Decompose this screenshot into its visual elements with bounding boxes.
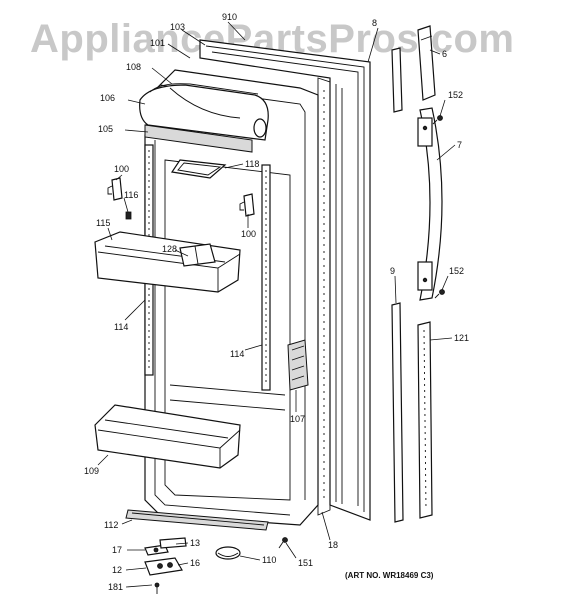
callout-152-top: 152 xyxy=(448,90,463,100)
screw-152-top xyxy=(432,115,443,125)
callout-121: 121 xyxy=(454,333,469,343)
clip-116 xyxy=(125,211,132,220)
part-110 xyxy=(215,546,241,560)
callout-109: 109 xyxy=(84,466,99,476)
callout-labels: 910 103 8 6 101 108 106 105 152 7 118 10… xyxy=(84,12,469,592)
screw-181 xyxy=(154,582,160,594)
callout-105: 105 xyxy=(98,124,113,134)
clip-100-left xyxy=(107,177,123,201)
callout-101: 101 xyxy=(150,38,165,48)
callout-151: 151 xyxy=(298,558,313,568)
callout-115: 115 xyxy=(96,218,110,228)
gasket-edge xyxy=(317,77,331,516)
dairy-compartment xyxy=(139,83,269,153)
callout-108: 108 xyxy=(126,62,141,72)
screw-151 xyxy=(278,537,288,549)
callout-106: 106 xyxy=(100,93,115,103)
callout-128: 128 xyxy=(162,244,177,254)
callout-16: 16 xyxy=(190,558,200,568)
door-bin-115 xyxy=(94,231,241,293)
hinge-12-16 xyxy=(144,557,183,576)
callout-13: 13 xyxy=(190,538,200,548)
shelf-rail-right xyxy=(261,164,271,391)
trim-strip-9 xyxy=(391,302,404,523)
panel-107 xyxy=(287,339,309,391)
clip-100-right xyxy=(239,193,255,217)
callout-107: 107 xyxy=(290,414,305,424)
handle-end-cap-6 xyxy=(417,25,436,101)
callout-18: 18 xyxy=(328,540,338,550)
callout-114-left: 114 xyxy=(114,322,128,332)
callout-116: 116 xyxy=(124,190,138,200)
callout-17: 17 xyxy=(112,545,122,555)
callout-112: 112 xyxy=(104,520,118,530)
callout-110: 110 xyxy=(262,555,276,565)
callout-12: 12 xyxy=(112,565,122,575)
handle-trim-121 xyxy=(417,321,433,519)
screw-152-bottom xyxy=(434,289,445,299)
callout-100-right: 100 xyxy=(241,229,256,239)
trim-strip-top xyxy=(391,47,403,113)
callout-910: 910 xyxy=(222,12,237,22)
leader-lines xyxy=(97,21,456,588)
art-number: (ART NO. WR18469 C3) xyxy=(345,571,434,580)
handle-7 xyxy=(417,107,443,301)
callout-118: 118 xyxy=(245,159,259,169)
callout-103: 103 xyxy=(170,22,185,32)
callout-100-left: 100 xyxy=(114,164,129,174)
callout-152-bottom: 152 xyxy=(449,266,464,276)
callout-9: 9 xyxy=(390,266,395,276)
callout-8: 8 xyxy=(372,18,377,28)
callout-7: 7 xyxy=(457,140,462,150)
callout-181: 181 xyxy=(108,582,123,592)
callout-6: 6 xyxy=(442,49,447,59)
hinge-13 xyxy=(159,537,187,549)
tray-118 xyxy=(170,159,227,179)
bottom-trim-112 xyxy=(125,509,269,531)
callout-114-right: 114 xyxy=(230,349,244,359)
door-bin-109 xyxy=(94,404,241,469)
